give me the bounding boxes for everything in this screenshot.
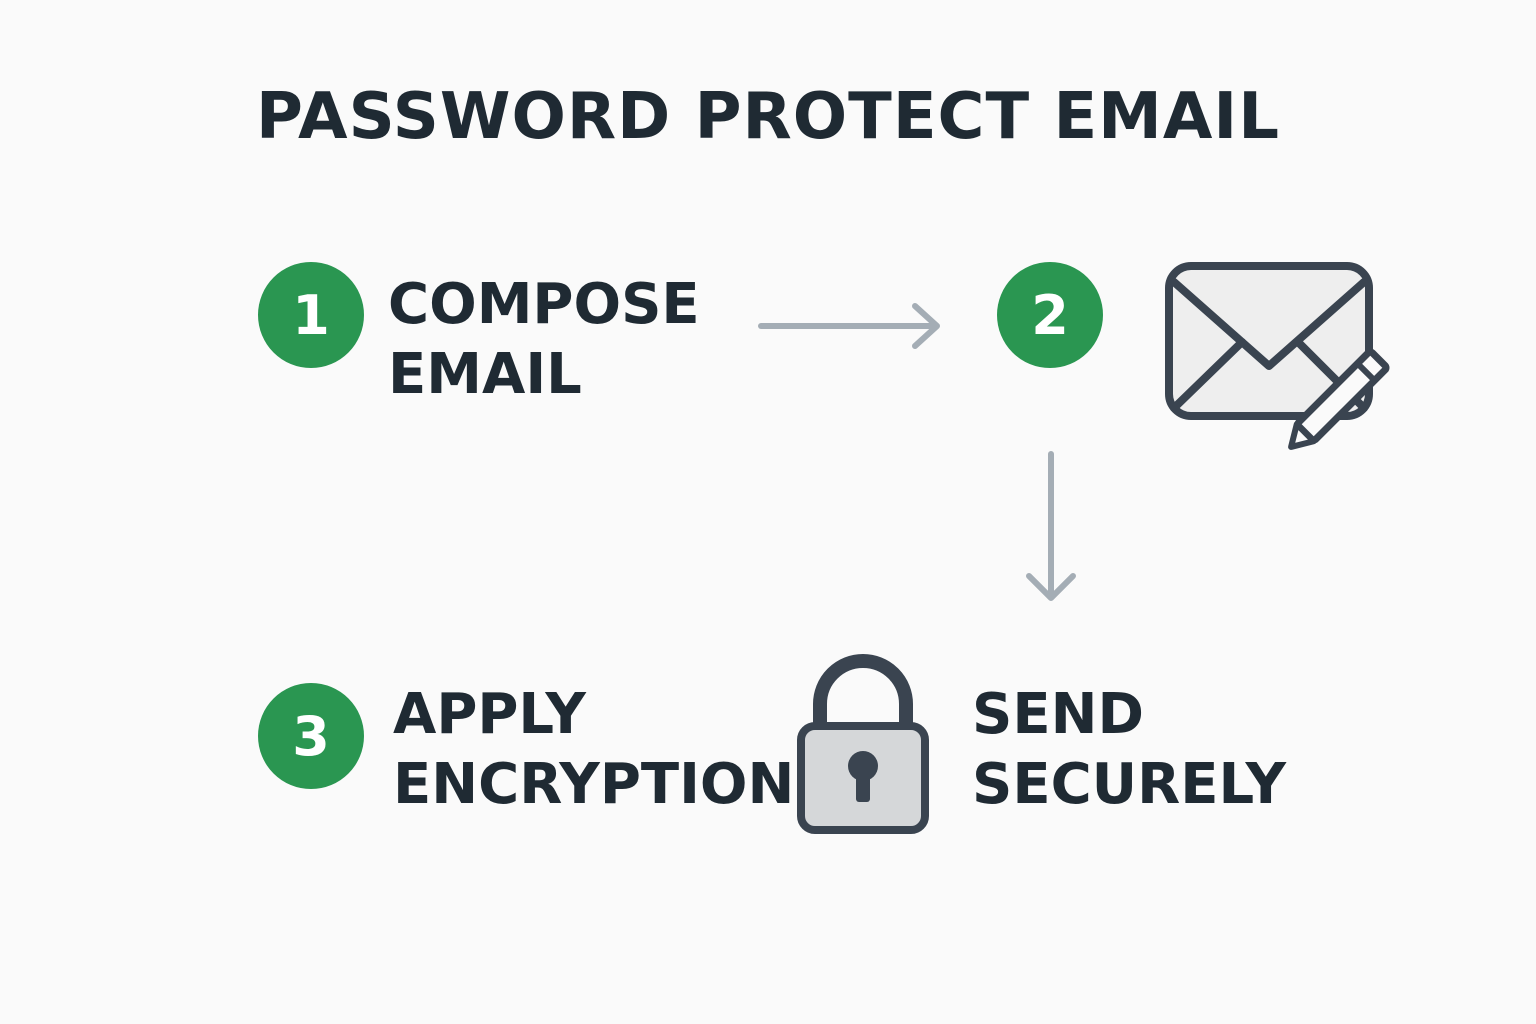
step-3-label: APPLY ENCRYPTION — [393, 680, 794, 820]
step-1-badge: 1 — [258, 262, 364, 368]
send-label-line2: SECURELY — [972, 752, 1287, 817]
step-3-label-line1: APPLY — [393, 682, 586, 747]
step-3-label-line2: ENCRYPTION — [393, 752, 795, 817]
arrow-down — [1026, 451, 1076, 601]
send-label-line1: SEND — [972, 682, 1144, 747]
send-securely-label: SEND SECURELY — [972, 680, 1286, 820]
step-1-label-line1: COMPOSE — [388, 272, 700, 337]
step-2-badge: 2 — [997, 262, 1103, 368]
diagram-title: PASSWORD PROTECT EMAIL — [256, 80, 1280, 154]
envelope-with-pencil-icon — [1165, 262, 1390, 450]
step-1-label-line2: EMAIL — [388, 342, 582, 407]
arrow-right — [758, 303, 940, 349]
step-3-badge: 3 — [258, 683, 364, 789]
padlock-icon — [797, 654, 929, 834]
step-1-label: COMPOSE EMAIL — [388, 270, 700, 410]
